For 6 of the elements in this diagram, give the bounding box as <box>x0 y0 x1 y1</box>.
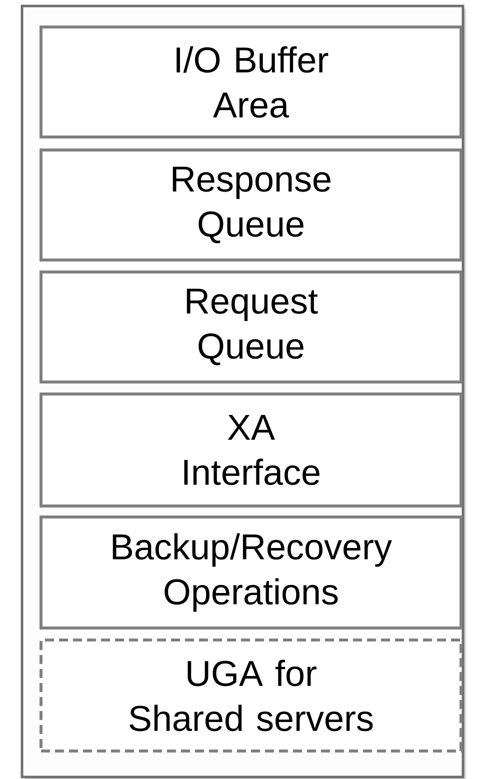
memory-box: Request Queue <box>40 270 462 384</box>
dashed-box: UGA for Shared servers <box>40 638 462 752</box>
memory-box: Response Queue <box>40 148 462 262</box>
memory-box: XA Interface <box>40 392 462 508</box>
memory-box: I/O Buffer Area <box>40 26 462 138</box>
memory-box: Backup/Recovery Operations <box>40 516 462 630</box>
